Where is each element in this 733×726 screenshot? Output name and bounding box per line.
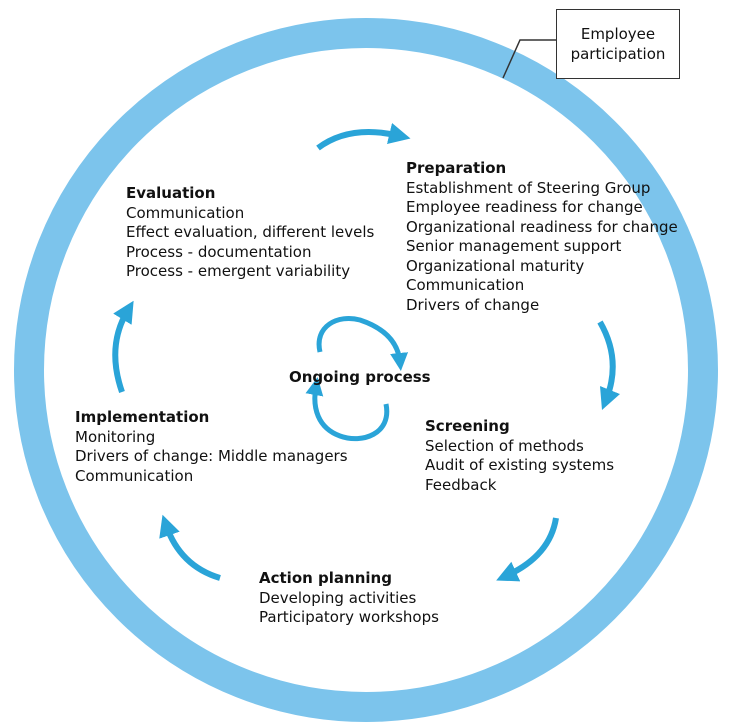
phase-item: Monitoring: [75, 427, 156, 446]
phase-item: Feedback: [425, 475, 497, 494]
arrow-screening-to-action-planning: [496, 517, 559, 582]
callout-leader-line: [502, 39, 556, 79]
phase-item: Communication: [75, 466, 194, 485]
arrow-action-planning-to-implementation: [159, 514, 221, 581]
phase-item: Audit of existing systems: [425, 456, 615, 474]
phase-item: Process - documentation: [126, 242, 312, 261]
phase-action-planning: Action planning Developing activities Pa…: [259, 569, 439, 628]
phase-item: Drivers of change: [406, 295, 540, 314]
callout-line-2: participation: [570, 45, 666, 63]
arrow-evaluation-to-preparation: [316, 122, 411, 151]
phase-preparation: Preparation Establishment of Steering Gr…: [406, 159, 678, 315]
phase-title: Screening: [425, 417, 510, 435]
phase-title: Action planning: [259, 569, 392, 587]
phase-item: Drivers of change: Middle managers: [75, 447, 348, 465]
phase-title: Preparation: [406, 159, 507, 177]
phase-title: Evaluation: [126, 184, 216, 202]
phase-item: Participatory workshops: [259, 608, 439, 626]
arrow-preparation-to-screening: [597, 320, 621, 411]
phase-item: Process - emergent variability: [126, 262, 351, 280]
callout-line-1: Employee: [580, 25, 656, 43]
phase-item: Developing activities: [259, 588, 417, 607]
phase-title: Implementation: [75, 408, 210, 426]
phase-item: Organizational maturity: [406, 256, 585, 275]
phase-screening: Screening Selection of methods Audit of …: [425, 417, 614, 495]
ongoing-loop-arrow-bottom: [305, 377, 390, 442]
participation-ring: [14, 18, 718, 722]
phase-item: Employee readiness for change: [406, 198, 643, 216]
ongoing-process-label: Ongoing process: [289, 368, 431, 386]
phase-evaluation: Evaluation Communication Effect evaluati…: [126, 184, 374, 282]
phase-item: Effect evaluation, different levels: [126, 223, 375, 241]
ongoing-loop-arrow-top: [316, 316, 409, 371]
phase-item: Communication: [406, 276, 525, 294]
employee-participation-callout: Employee participation: [556, 9, 680, 79]
phase-item: Selection of methods: [425, 436, 584, 455]
phase-item: Establishment of Steering Group: [406, 178, 651, 197]
phase-item: Communication: [126, 203, 245, 222]
phase-item: Organizational readiness for change: [406, 217, 678, 236]
phase-implementation: Implementation Monitoring Drivers of cha…: [75, 408, 348, 486]
phase-item: Senior management support: [406, 237, 622, 255]
arrow-implementation-to-evaluation: [112, 300, 134, 393]
